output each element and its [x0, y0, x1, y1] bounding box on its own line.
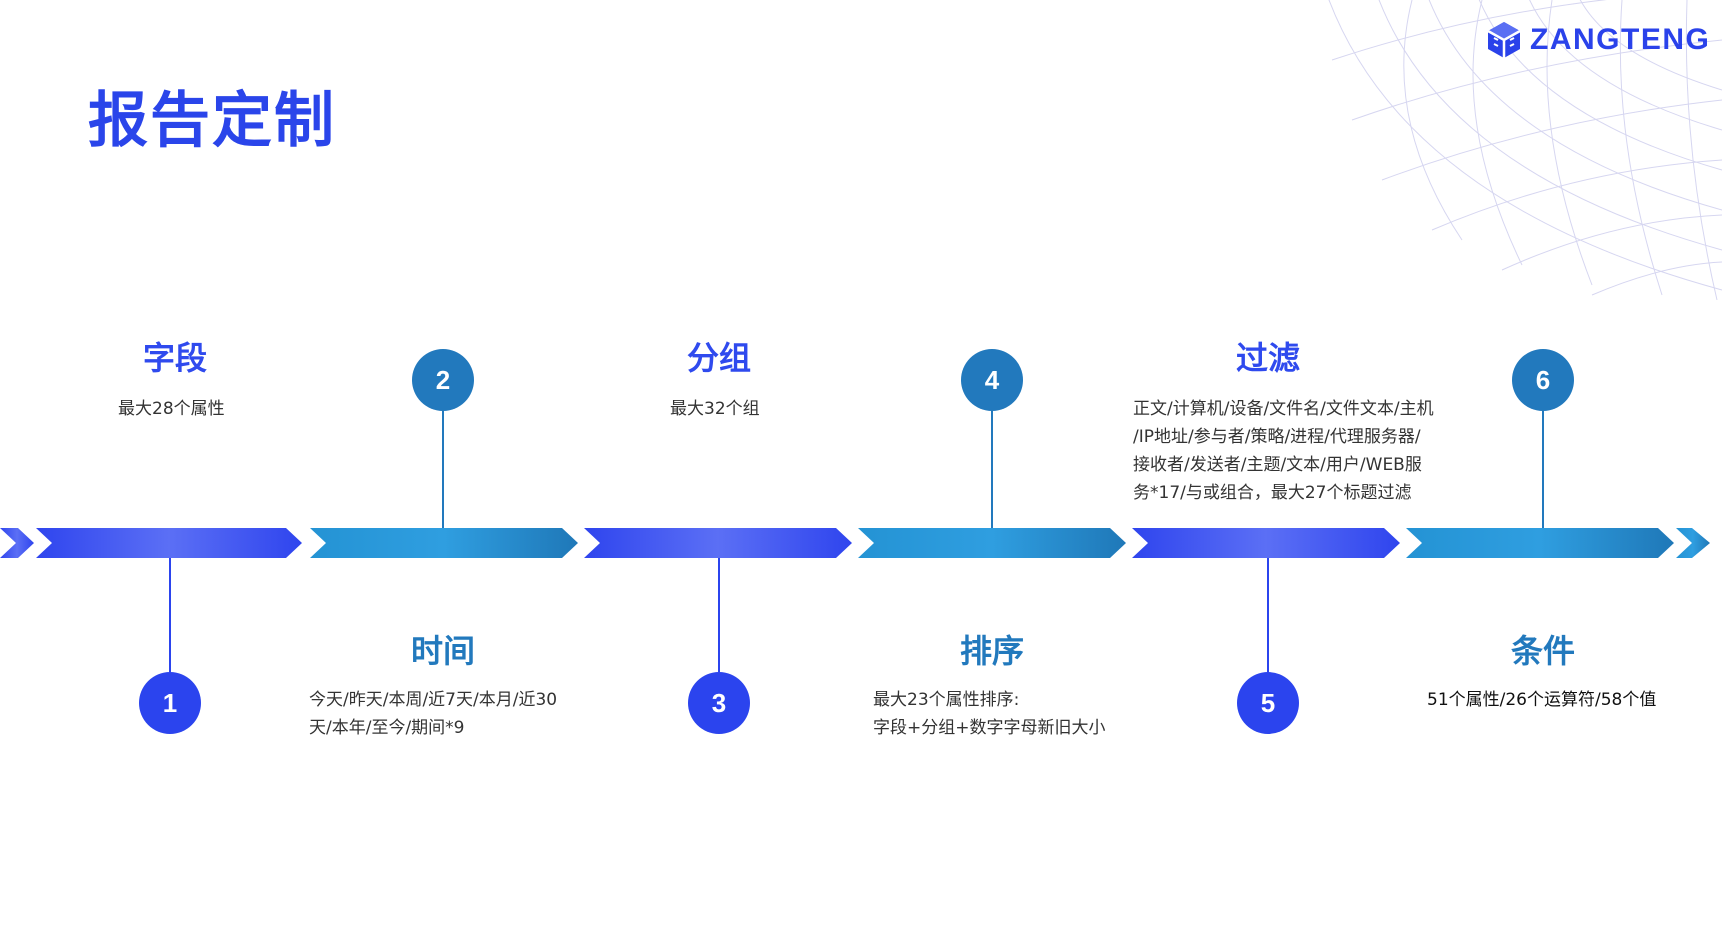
step-3-desc-line: 最大32个组 — [670, 399, 760, 419]
step-4-title: 排序 — [959, 632, 1024, 670]
timeline-start-chevron — [0, 528, 34, 558]
step-2-title: 时间 — [410, 632, 475, 670]
step-3-title: 分组 — [686, 339, 751, 377]
step-5-desc-line: 接收者/发送者/主题/文本/用户/WEB服 — [1133, 455, 1422, 475]
step-4-desc-line: 最大23个属性排序: — [873, 690, 1020, 710]
timeline-segment-1 — [36, 528, 302, 558]
step-5-description: 正文/计算机/设备/文件名/文件文本/主机 /IP地址/参与者/策略/进程/代理… — [1133, 395, 1434, 507]
timeline-segment-5 — [1132, 528, 1400, 558]
step-4-connector — [991, 411, 993, 528]
timeline-segment-2 — [310, 528, 578, 558]
timeline-end-chevron — [1676, 528, 1710, 558]
globe-mesh-decoration — [1328, 0, 1722, 300]
step-1-badge: 1 — [139, 672, 201, 734]
step-3-connector — [718, 558, 720, 672]
step-1-description: 最大28个属性 — [118, 395, 225, 423]
step-5-badge: 5 — [1237, 672, 1299, 734]
step-6-title: 条件 — [1510, 632, 1575, 670]
step-5-desc-line: /IP地址/参与者/策略/进程/代理服务器/ — [1133, 427, 1421, 447]
step-4-description: 最大23个属性排序: 字段+分组+数字字母新旧大小 — [873, 686, 1106, 742]
step-1-connector — [169, 558, 171, 672]
step-5-desc-line: 务*17/与或组合，最大27个标题过滤 — [1133, 483, 1412, 503]
step-3-description: 最大32个组 — [670, 395, 760, 423]
step-6-connector — [1542, 411, 1544, 528]
brand-name: ZANGTENG — [1530, 23, 1711, 56]
step-4-desc-line: 字段+分组+数字字母新旧大小 — [873, 718, 1106, 738]
step-1-desc-line: 最大28个属性 — [118, 399, 225, 419]
step-1-title: 字段 — [142, 339, 207, 377]
step-5-title: 过滤 — [1235, 339, 1300, 377]
step-6-desc-line: 51个属性/26个运算符/58个值 — [1427, 690, 1657, 710]
step-4-badge: 4 — [961, 349, 1023, 411]
page-title: 报告定制 — [88, 86, 336, 156]
timeline-segment-4 — [858, 528, 1126, 558]
step-2-desc-line: 今天/昨天/本周/近7天/本月/近30 — [309, 690, 558, 710]
step-2-description: 今天/昨天/本周/近7天/本月/近30 天/本年/至今/期间*9 — [309, 686, 557, 742]
step-2-connector — [442, 411, 444, 528]
step-3-badge: 3 — [688, 672, 750, 734]
step-5-connector — [1267, 558, 1269, 672]
timeline-segment-6 — [1406, 528, 1674, 558]
timeline-segment-3 — [584, 528, 852, 558]
step-2-badge: 2 — [412, 349, 474, 411]
step-6-description: 51个属性/26个运算符/58个值 — [1427, 686, 1656, 714]
step-5-desc-line: 正文/计算机/设备/文件名/文件文本/主机 — [1133, 399, 1434, 419]
step-2-desc-line: 天/本年/至今/期间*9 — [309, 718, 465, 738]
step-6-badge: 6 — [1512, 349, 1574, 411]
brand-logo: ZANGTENG — [1484, 20, 1710, 60]
cube-logo-icon — [1487, 22, 1521, 58]
